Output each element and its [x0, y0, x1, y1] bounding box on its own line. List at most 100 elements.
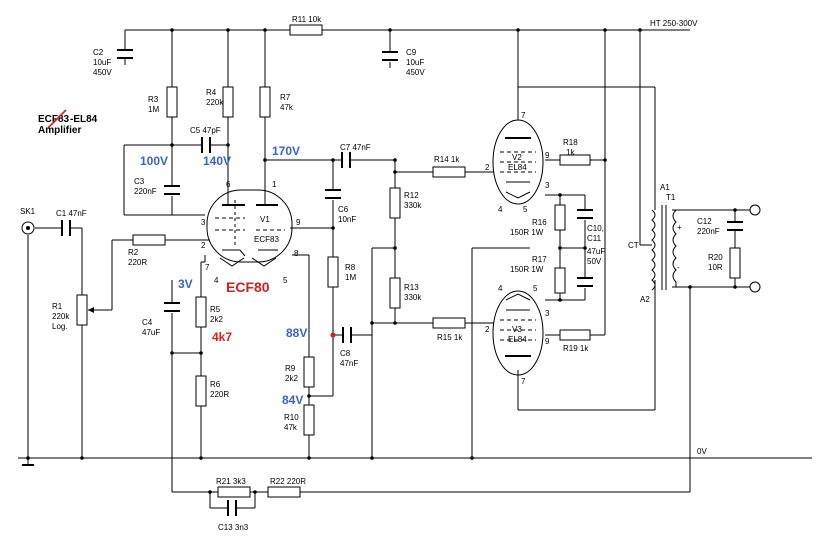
ground-label: 0V: [697, 447, 707, 456]
title-rest: -EL84: [70, 114, 98, 125]
c2-v2: 450V: [93, 68, 112, 77]
resistor-r1: [76, 294, 88, 326]
c5-label: C5 47pF: [190, 126, 221, 135]
r7-ref: R7: [280, 93, 291, 102]
resistor-r11: [289, 24, 323, 36]
c9-ref: C9: [406, 48, 417, 57]
r5-ref: R5: [210, 305, 221, 314]
r1-ref: R1: [52, 302, 63, 311]
resistor-r4: [222, 86, 234, 118]
r8-val: 1M: [345, 273, 356, 282]
v1-type: ECF83: [254, 235, 279, 244]
c2-ref: C2: [93, 48, 104, 57]
r7-val: 47k: [280, 103, 294, 112]
labels: ECF83 -EL84 Amplifier HT 250-300V 0V R11…: [20, 15, 723, 532]
r10-ref: R10: [284, 413, 299, 422]
strike-mark: [47, 109, 67, 129]
v1-pin-7: 7: [205, 263, 210, 272]
r12-ref: R12: [404, 191, 419, 200]
resistor-r9: [303, 356, 315, 388]
resistor-r14: [432, 166, 466, 178]
r15-label: R15 1k: [437, 333, 463, 342]
c10-v1: 47uF: [587, 247, 605, 256]
tube-v1: [206, 189, 293, 267]
c10-ref: C10,: [587, 224, 604, 233]
annotation-100v: 100V: [140, 154, 168, 168]
c10-v2: 50V: [587, 257, 602, 266]
resistor-r7: [259, 86, 271, 118]
v3-type: EL84: [508, 335, 527, 344]
r21-label: R21 3k3: [216, 477, 246, 486]
v1-pin-1: 1: [272, 180, 277, 189]
v3-pin-4: 4: [498, 284, 503, 293]
v2-pin-9: 9: [545, 151, 550, 160]
r12-val: 330k: [404, 201, 422, 210]
r17-val: 150R 1W: [510, 265, 544, 274]
annotation-84v: 84V: [282, 393, 303, 407]
v1-ref: V1: [260, 215, 270, 224]
r22-label: R22 220R: [270, 477, 306, 486]
v1-pin-4: 4: [214, 276, 219, 285]
r16-ref: R16: [532, 218, 547, 227]
r1-v2: Log.: [52, 322, 68, 331]
r18-val: 1k: [566, 148, 575, 157]
c12-val: 220nF: [697, 227, 720, 236]
annotation-ecf80: ECF80: [226, 279, 270, 295]
resistor-r19: [559, 329, 591, 341]
resistor-r13: [389, 277, 401, 309]
r16-val: 150R 1W: [510, 228, 544, 237]
v3-pin-7: 7: [521, 377, 526, 386]
v2-pin-2: 2: [485, 163, 490, 172]
resistor-r6: [195, 375, 207, 407]
r4-ref: R4: [206, 88, 217, 97]
t1-a2: A2: [640, 295, 650, 304]
r3-ref: R3: [148, 95, 159, 104]
annotation-140v: 140V: [203, 154, 231, 168]
c3-ref: C3: [134, 177, 145, 186]
c4-val: 47uF: [142, 328, 160, 337]
r18-ref: R18: [563, 138, 578, 147]
output-transformer: [651, 205, 677, 291]
r1-v1: 220k: [52, 312, 70, 321]
tube-v3: [492, 290, 544, 376]
annotation-88v: 88V: [286, 326, 307, 340]
c4-ref: C4: [142, 318, 153, 327]
resistor-r2: [132, 234, 166, 246]
c9-v2: 450V: [406, 68, 425, 77]
r14-label: R14 1k: [434, 155, 460, 164]
resistor-r10: [303, 404, 315, 436]
title-line2: Amplifier: [38, 125, 81, 136]
c12-ref: C12: [697, 217, 712, 226]
sk1-label: SK1: [20, 207, 36, 216]
r8-ref: R8: [345, 263, 356, 272]
r5-val: 2k2: [210, 315, 223, 324]
v1-pin-3: 3: [201, 218, 206, 227]
resistor-r22: [267, 486, 301, 498]
c2-v1: 10uF: [93, 58, 111, 67]
v2-pin-3: 3: [545, 181, 550, 190]
r3-val: 1M: [148, 105, 159, 114]
resistor-r3: [166, 86, 178, 118]
r9-ref: R9: [285, 364, 296, 373]
c13-label: C13 3n3: [218, 523, 249, 532]
speaker-terminal-minus-icon: [749, 281, 761, 293]
v2-pin-4: 4: [498, 205, 503, 214]
v1-pin-8: 8: [294, 249, 299, 258]
annotation-3v: 3V: [178, 277, 193, 291]
c6-val: 10nF: [338, 215, 356, 224]
c3-val: 220nF: [134, 187, 157, 196]
r20-ref: R20: [708, 253, 723, 262]
r2-ref: R2: [128, 248, 139, 257]
v1-pin-6: 6: [226, 180, 231, 189]
r13-val: 330k: [404, 293, 422, 302]
v2-pin-5: 5: [523, 205, 528, 214]
junction-dots: [26, 28, 737, 494]
resistor-r17: [554, 267, 566, 294]
v2-pin-7: 7: [521, 111, 526, 120]
c8-ref: C8: [340, 349, 351, 358]
t1-a1: A1: [660, 183, 670, 192]
capacitors: [61, 49, 743, 516]
tube-v2: [492, 119, 544, 205]
